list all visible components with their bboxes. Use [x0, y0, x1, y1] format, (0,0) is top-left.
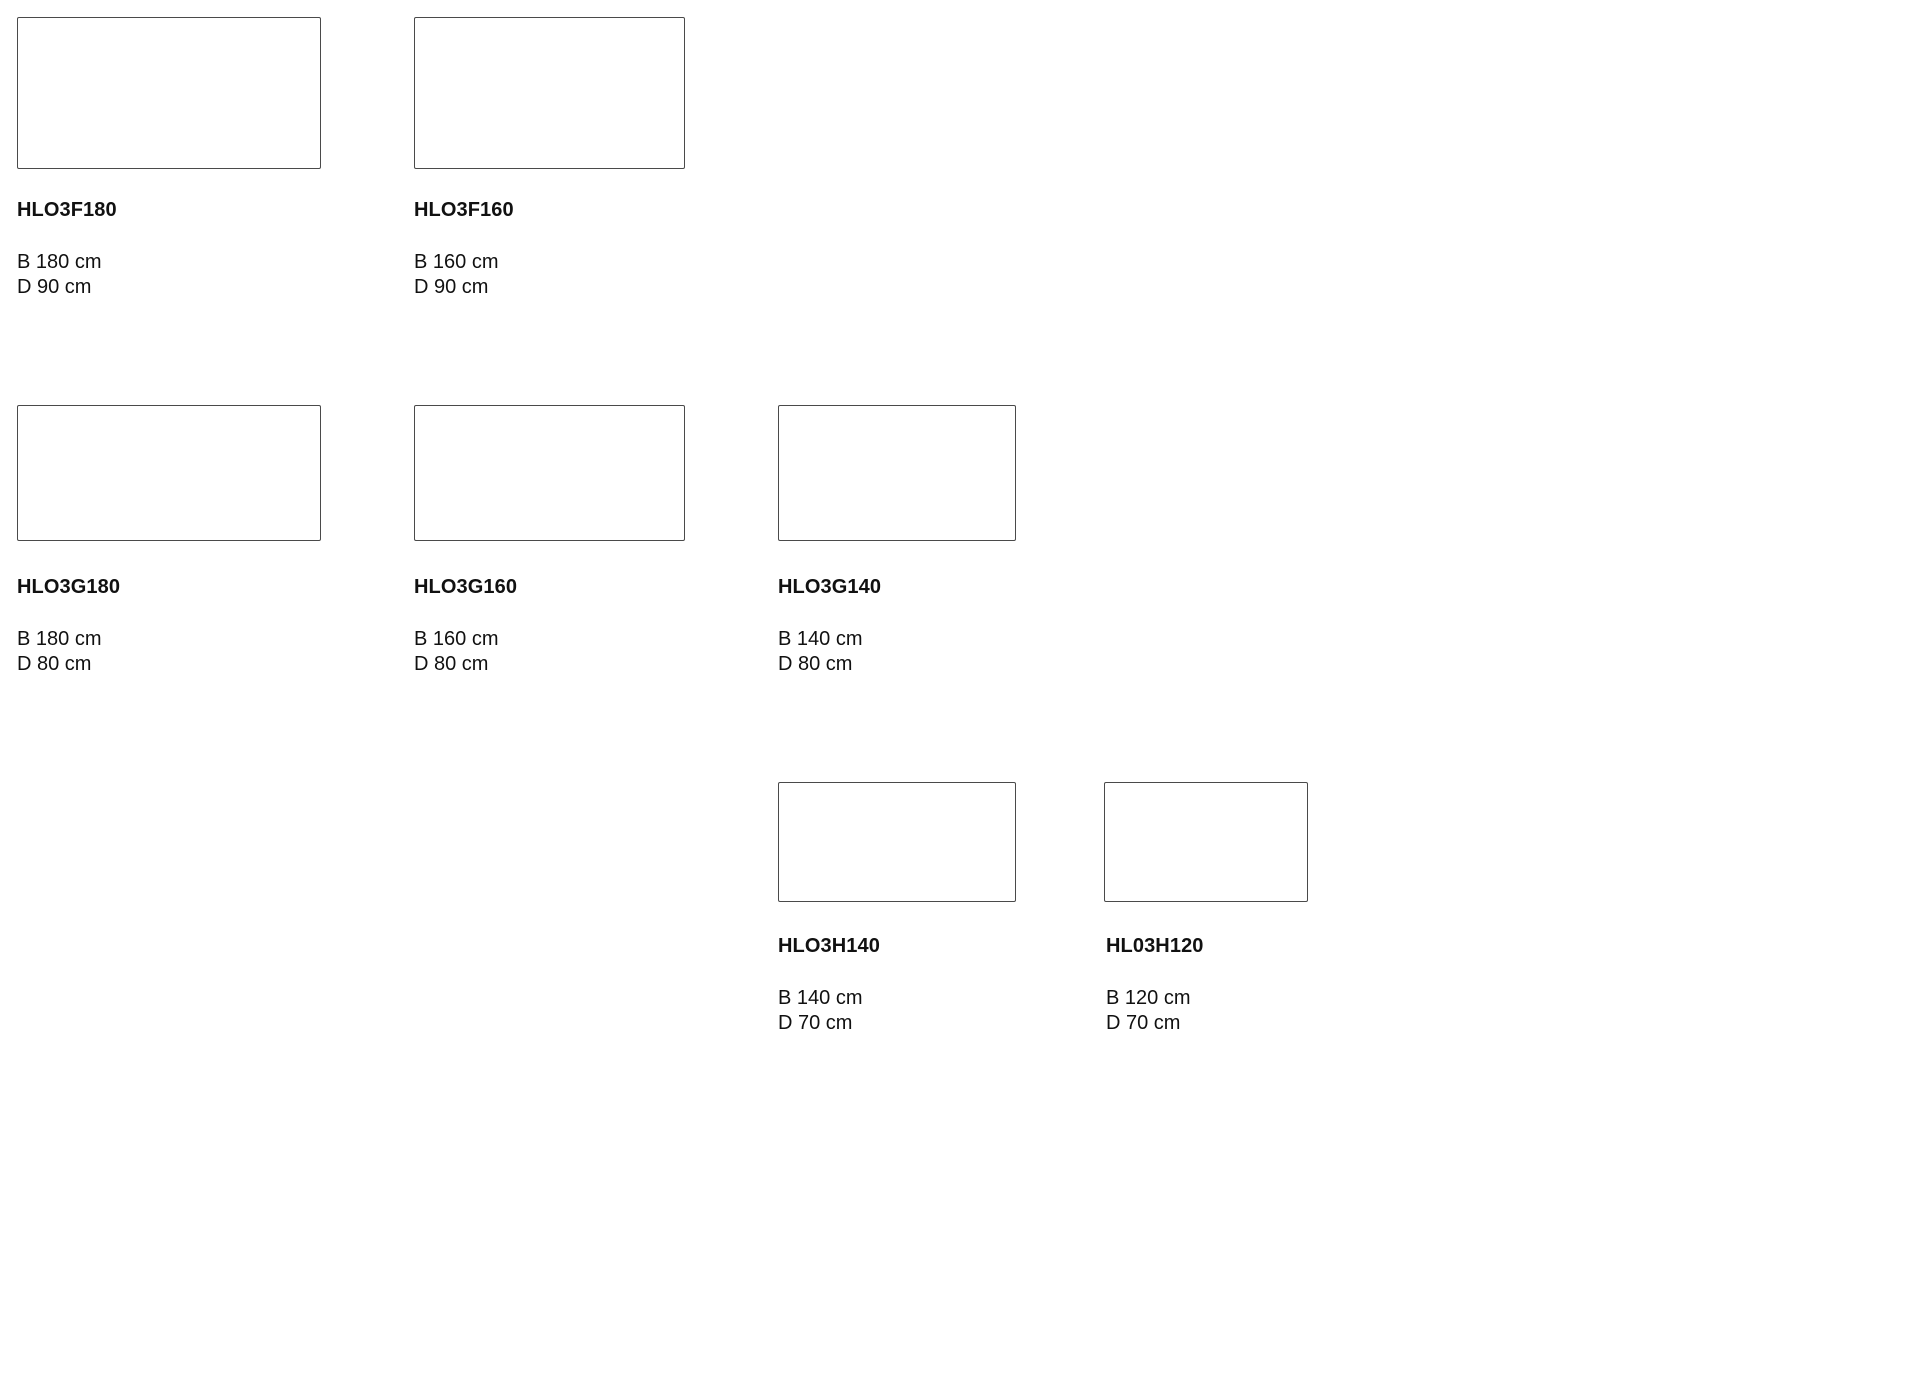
table-outline — [414, 405, 685, 541]
model-code: HL03H120 — [1106, 935, 1204, 957]
model-code: HLO3G140 — [778, 576, 882, 598]
width-dimension: B 140 cm — [778, 987, 863, 1009]
model-code: HLO3F160 — [414, 199, 514, 221]
table-outline — [778, 782, 1016, 902]
depth-dimension: D 90 cm — [17, 276, 92, 298]
depth-dimension: D 80 cm — [414, 653, 489, 675]
depth-dimension: D 80 cm — [17, 653, 92, 675]
width-dimension: B 140 cm — [778, 628, 863, 650]
table-outline — [1104, 782, 1308, 902]
model-code: HLO3F180 — [17, 199, 117, 221]
depth-dimension: D 70 cm — [1106, 1012, 1181, 1034]
depth-dimension: D 70 cm — [778, 1012, 853, 1034]
width-dimension: B 120 cm — [1106, 987, 1191, 1009]
table-outline — [414, 17, 685, 169]
table-outline — [17, 17, 321, 169]
model-code: HLO3H140 — [778, 935, 880, 957]
width-dimension: B 180 cm — [17, 251, 102, 273]
width-dimension: B 180 cm — [17, 628, 102, 650]
width-dimension: B 160 cm — [414, 628, 499, 650]
model-code: HLO3G160 — [414, 576, 518, 598]
table-outline — [17, 405, 321, 541]
table-outline — [778, 405, 1016, 541]
model-code: HLO3G180 — [17, 576, 121, 598]
width-dimension: B 160 cm — [414, 251, 499, 273]
depth-dimension: D 90 cm — [414, 276, 489, 298]
depth-dimension: D 80 cm — [778, 653, 853, 675]
